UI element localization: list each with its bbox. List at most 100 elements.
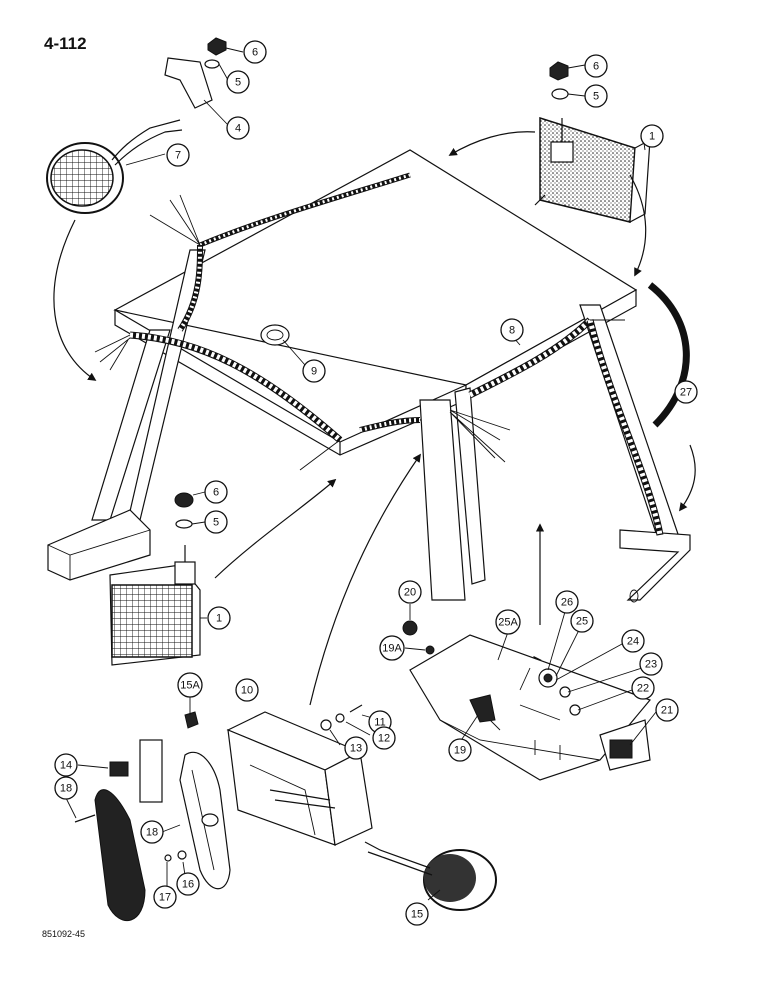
callout-number: 6 (593, 61, 599, 73)
callout-number: 22 (637, 683, 649, 695)
callout-circle (344, 736, 368, 760)
callout-circle (621, 629, 645, 653)
callout-number: 25A (498, 617, 518, 629)
callout-circle (302, 359, 326, 383)
callout-circle (639, 652, 663, 676)
callout-c13: 13 (344, 736, 368, 760)
callout-labels: 654765189276511015A111213141818171615201… (54, 40, 698, 926)
callout-circle (570, 609, 594, 633)
callout-circle (555, 590, 579, 614)
callout-c10: 10 (235, 678, 259, 702)
callout-number: 17 (159, 892, 171, 904)
callout-circle (54, 776, 78, 800)
callout-number: 8 (509, 325, 515, 337)
callout-circle (226, 116, 250, 140)
callout-number: 21 (661, 705, 673, 717)
callout-circle (500, 318, 524, 342)
callout-c22: 22 (631, 676, 655, 700)
callout-number: 11 (374, 717, 385, 729)
callout-c27: 27 (674, 380, 698, 404)
callout-c5a: 5 (226, 70, 250, 94)
callout-number: 25 (576, 616, 588, 628)
callout-circle (405, 902, 429, 926)
callout-circle (235, 678, 259, 702)
callout-circle (584, 54, 608, 78)
callout-number: 14 (60, 760, 72, 772)
callout-circle (207, 606, 231, 630)
callout-c24: 24 (621, 629, 645, 653)
callout-c6b: 6 (584, 54, 608, 78)
callout-circle (495, 609, 521, 635)
callout-c23: 23 (639, 652, 663, 676)
callout-c25: 25 (570, 609, 594, 633)
callout-number: 19 (454, 745, 466, 757)
callout-c19: 19 (448, 738, 472, 762)
callout-circle (153, 885, 177, 909)
callout-c6a: 6 (243, 40, 267, 64)
callout-number: 6 (213, 487, 219, 499)
callout-c25A: 25A (495, 609, 521, 635)
callout-c18b: 18 (140, 820, 164, 844)
callout-circle (226, 70, 250, 94)
callout-c14: 14 (54, 753, 78, 777)
callout-c8: 8 (500, 318, 524, 342)
callout-number: 26 (561, 597, 573, 609)
callout-number: 24 (627, 636, 639, 648)
callout-circle (204, 480, 228, 504)
callout-number: 12 (378, 733, 390, 745)
callout-number: 5 (213, 517, 219, 529)
small-fasteners (74, 704, 363, 862)
callout-circle (640, 124, 664, 148)
nut-washer-top-left (204, 37, 227, 69)
callout-circle (140, 820, 164, 844)
callout-number: 10 (241, 685, 253, 697)
callout-c5b: 5 (584, 84, 608, 108)
callout-circle (398, 580, 422, 604)
callout-circle (166, 143, 190, 167)
callout-c1a: 1 (640, 124, 664, 148)
callout-c18a: 18 (54, 776, 78, 800)
callout-circle (379, 635, 405, 661)
callout-circle (243, 40, 267, 64)
marker-light-15 (364, 841, 497, 911)
callout-c5c: 5 (204, 510, 228, 534)
callout-number: 5 (593, 91, 599, 103)
callout-c1b: 1 (207, 606, 231, 630)
tail-light-lens-18 (94, 739, 231, 922)
callout-number: 15 (411, 909, 423, 921)
callout-number: 1 (649, 131, 655, 143)
callout-number: 18 (60, 783, 72, 795)
callout-number: 13 (350, 743, 362, 755)
callout-c20: 20 (398, 580, 422, 604)
rect-work-light-1-top (534, 61, 651, 224)
clip-14 (109, 761, 129, 777)
callout-number: 27 (680, 387, 692, 399)
bracket-4 (164, 57, 213, 109)
callout-circle (176, 872, 200, 896)
callout-circle (584, 84, 608, 108)
callout-c15A: 15A (177, 672, 203, 698)
callout-number: 9 (311, 366, 317, 378)
callout-circle (372, 726, 396, 750)
callout-c12: 12 (372, 726, 396, 750)
callout-number: 19A (382, 643, 402, 655)
wire-harness (94, 172, 664, 536)
round-work-light-7 (46, 119, 183, 214)
callout-c7: 7 (166, 143, 190, 167)
callout-circle (448, 738, 472, 762)
rect-work-light-1-bottom (109, 492, 201, 666)
callout-c21: 21 (655, 698, 679, 722)
callout-c9: 9 (302, 359, 326, 383)
callout-circle (674, 380, 698, 404)
callout-c26: 26 (555, 590, 579, 614)
callout-number: 4 (235, 123, 241, 135)
drawing-code: 851092-45 (42, 929, 86, 939)
dash-panel (402, 620, 652, 781)
callout-number: 15A (180, 680, 200, 692)
tube-27 (647, 282, 690, 428)
callout-circle (631, 676, 655, 700)
callout-circle (204, 510, 228, 534)
callout-c15: 15 (405, 902, 429, 926)
callout-number: 20 (404, 587, 416, 599)
